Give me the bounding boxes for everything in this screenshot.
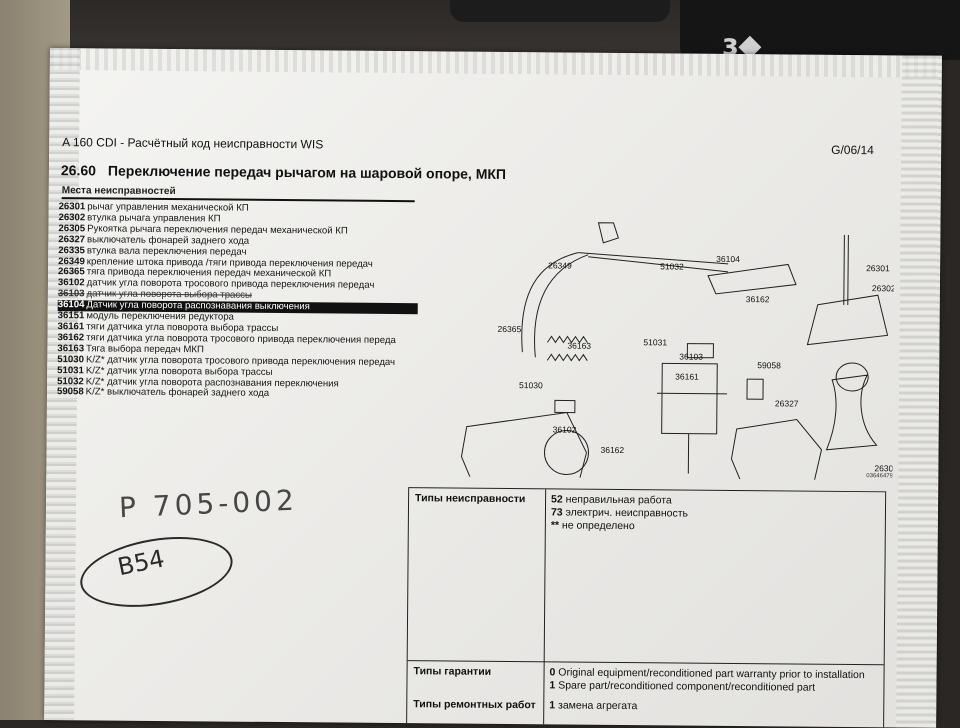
diagram-label: 36161 [675,371,699,381]
diagram-label: 36163 [567,341,591,351]
diagram-label: 51030 [519,380,543,390]
diagram-label: 59058 [757,360,781,370]
table-row: 1 Spare part/reconditioned component/rec… [549,679,816,694]
diagram-label: 36102 [553,424,577,434]
table-row: 1 замена агрегата [549,699,638,713]
diagram-label: 26365 [498,324,522,334]
table-row-divider [407,660,884,666]
diagram-label: 51031 [643,337,667,347]
diagram-label: 36162 [746,294,770,304]
title-text: Переключение передач рычагом на шаровой … [107,162,507,182]
fault-types-label: Типы неисправности [415,492,526,506]
page-title: 26.60 Переключение передач рычагом на шар… [61,162,506,182]
handwritten-part-number: P 705-002 [118,483,299,525]
paper-sheet: A 160 CDI - Расчётный код неисправности … [44,48,942,728]
gearshift-parts-diagram: 26349 51032 36104 26301 26302 36162 2636… [460,222,895,481]
diagram-label: 36162 [600,445,624,455]
scan-noise-right [896,55,942,728]
document-header: A 160 CDI - Расчётный код неисправности … [62,135,324,152]
diagram-reference-number: 03646479 [866,473,893,479]
repair-types-label: Типы ремонтных работ [413,698,536,712]
fault-types-table: Типы неисправности 52 неправильная работ… [406,487,887,728]
page-reference: G/06/14 [831,142,874,158]
diagram-label: 26349 [548,260,572,270]
diagram-label: 26302 [872,283,895,293]
faults-section-label: Места неисправностей [61,185,415,203]
diagram-label: 36103 [679,352,703,362]
table-row: ** не определено [550,519,635,533]
table-column-divider [543,489,547,726]
cable-line [521,252,579,353]
diagram-label: 26301 [866,263,890,273]
diagram-label: 26327 [775,398,799,408]
diagram-label: 36104 [716,254,740,264]
table-row: 73 электрич. неисправность [550,506,689,520]
diagram-label: 26305 [874,463,894,473]
table-row: 52 неправильная работа [551,493,672,507]
warranty-types-label: Типы гарантии [413,665,492,678]
background-device-dark [680,0,960,60]
diagram-label: 51032 [660,261,684,271]
background-device [450,0,670,22]
title-number: 26.60 [60,162,97,179]
